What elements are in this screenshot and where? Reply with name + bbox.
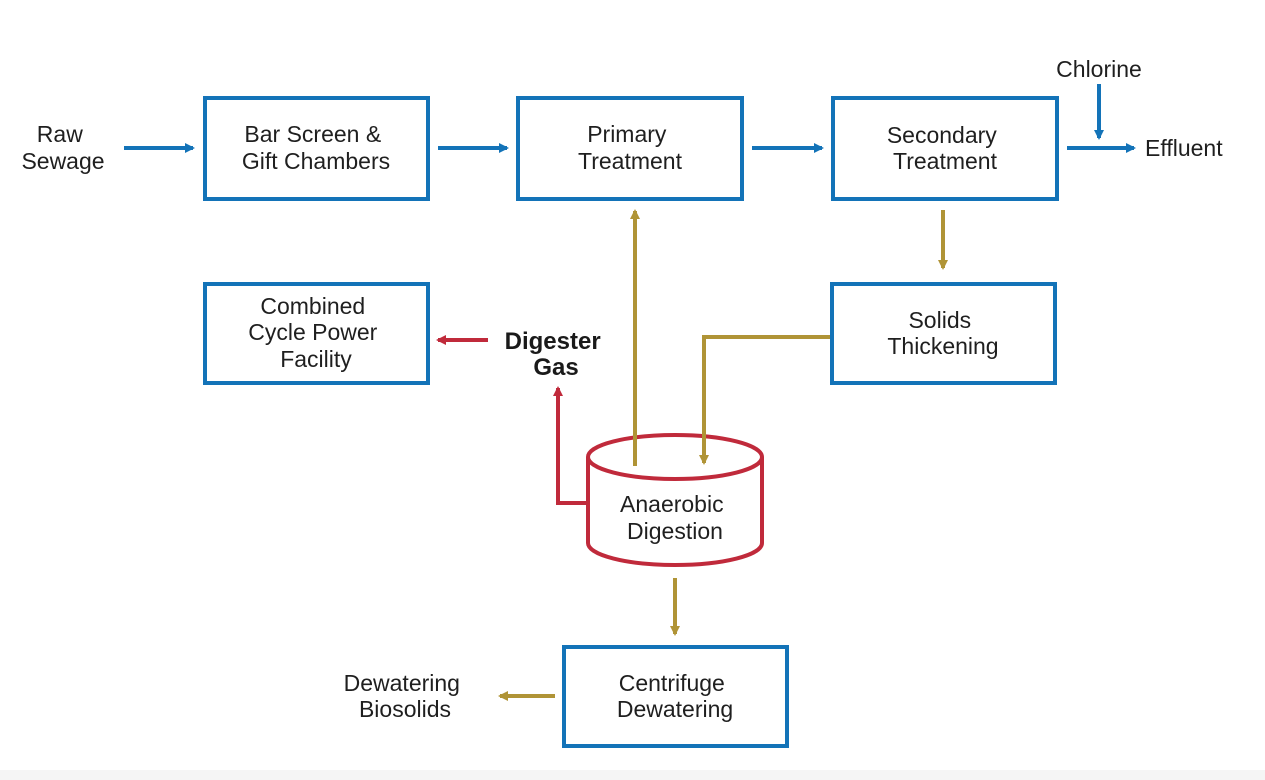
arrow-digester-to-gas [553,386,588,505]
combined-cycle-label: Combined Cycle Power Facility [248,293,384,372]
bottom-strip [0,770,1265,780]
solids-flow-arrows [498,209,948,701]
secondary-treatment-box [831,96,1059,201]
centrifuge-label: Centrifuge Dewatering [617,670,733,722]
digester-top [586,433,764,481]
secondary-treatment-label: Secondary Treatment [887,122,1003,174]
anaerobic-digester-tank [586,433,764,567]
solids-thickening-label: Solids Thickening [887,307,998,359]
main-flow-arrows [124,84,1136,153]
centrifuge-box [562,645,789,748]
primary-treatment-box [516,96,744,201]
dewatering-biosolids-label: Dewatering Biosolids [344,670,467,722]
gas-flow-arrows [436,335,588,505]
solids-thickening-box [830,282,1057,385]
bar-screen-box [203,96,430,201]
bar-screen-label: Bar Screen & Gift Chambers [242,121,390,174]
anaerobic-digestion-label: Anaerobic Digestion [620,491,730,544]
digester-gas-label: Digester Gas [505,328,608,381]
solids-arrows-over-tank [633,425,709,466]
chlorine-label: Chlorine [1056,56,1142,82]
raw-sewage-label: Raw Sewage [21,121,104,174]
arrow-thickening-to-digester [699,335,830,465]
effluent-label: Effluent [1145,135,1223,161]
combined-cycle-box [203,282,430,385]
digester-body [586,457,764,567]
primary-treatment-label: Primary Treatment [578,121,683,174]
